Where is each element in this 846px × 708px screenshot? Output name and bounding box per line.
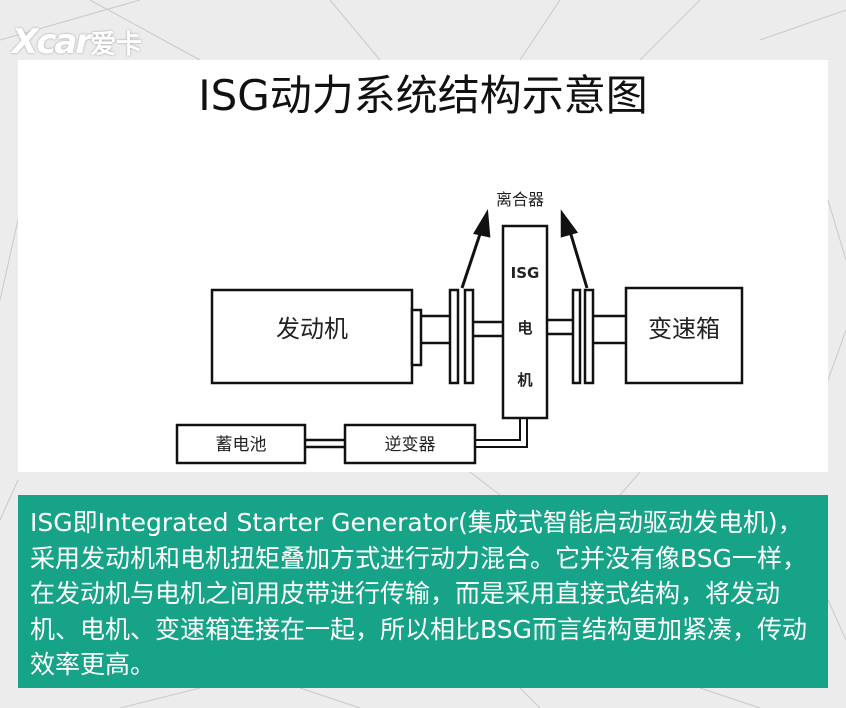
- arrowhead-icon: [473, 209, 491, 238]
- clutch-plate: [448, 288, 460, 385]
- arrow-left: [460, 227, 484, 289]
- engine-stub: [410, 308, 423, 367]
- clutch-plate: [583, 288, 595, 385]
- isg-label: 机: [517, 371, 532, 389]
- arrowhead-icon: [560, 209, 579, 238]
- engine-label: 发动机: [276, 315, 348, 343]
- battery-inverter-link: [305, 438, 345, 449]
- arrow-right: [567, 227, 589, 289]
- engine-box: [210, 288, 414, 385]
- inverter-label: 逆变器: [385, 435, 436, 455]
- isg-motor-box: [501, 224, 549, 420]
- inverter-isg-link: [475, 418, 528, 448]
- inverter-box: [343, 423, 477, 465]
- battery-label: 蓄电池: [216, 435, 267, 455]
- isg-label: ISG: [511, 264, 540, 282]
- clutch-plate: [463, 288, 475, 385]
- shaft-right: [547, 314, 626, 345]
- shaft-left: [421, 314, 503, 345]
- description-text: ISG即Integrated Starter Generator(集成式智能启动…: [30, 508, 807, 679]
- diagram-title: ISG动力系统结构示意图: [198, 71, 648, 120]
- description-box: ISG即Integrated Starter Generator(集成式智能启动…: [18, 495, 828, 688]
- clutch-plate: [571, 288, 582, 385]
- gearbox-label: 变速箱: [648, 315, 720, 343]
- clutch-label: 离合器: [496, 190, 544, 209]
- isg-label: 电: [517, 319, 532, 337]
- battery-box: [175, 423, 307, 465]
- diagram-panel: ISG动力系统结构示意图 发动机 变速箱 离合器 ISG: [18, 60, 828, 472]
- xcar-logo: Xcar爱卡: [12, 22, 143, 62]
- isg-diagram: 发动机 变速箱 离合器 ISG 电 机 蓄电池 逆变器: [175, 190, 744, 465]
- gearbox-box: [624, 286, 744, 385]
